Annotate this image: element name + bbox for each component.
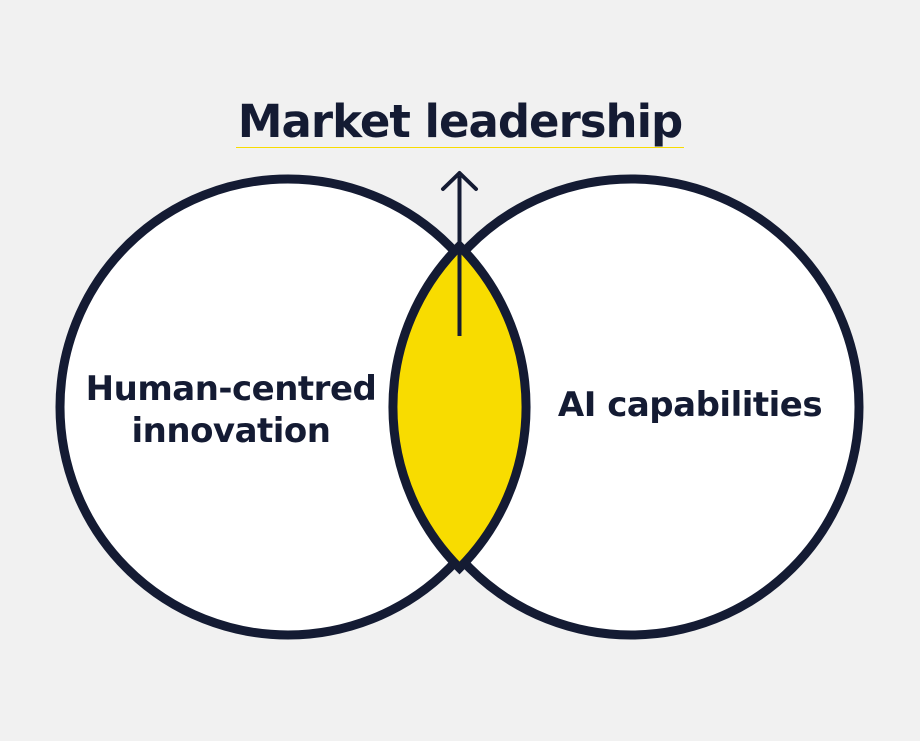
left-label-line2: innovation — [131, 411, 332, 451]
right-label-text: AI capabilities — [557, 385, 823, 425]
left-circle-label: Human-centred innovation — [62, 368, 400, 452]
right-circle-label: AI capabilities — [522, 384, 858, 426]
diagram-title: Market leadership — [0, 92, 920, 152]
arrow-up-icon — [441, 171, 478, 191]
overlap-region — [388, 239, 531, 575]
left-label-line1: Human-centred — [85, 369, 377, 409]
title-text: Market leadership — [235, 95, 685, 148]
